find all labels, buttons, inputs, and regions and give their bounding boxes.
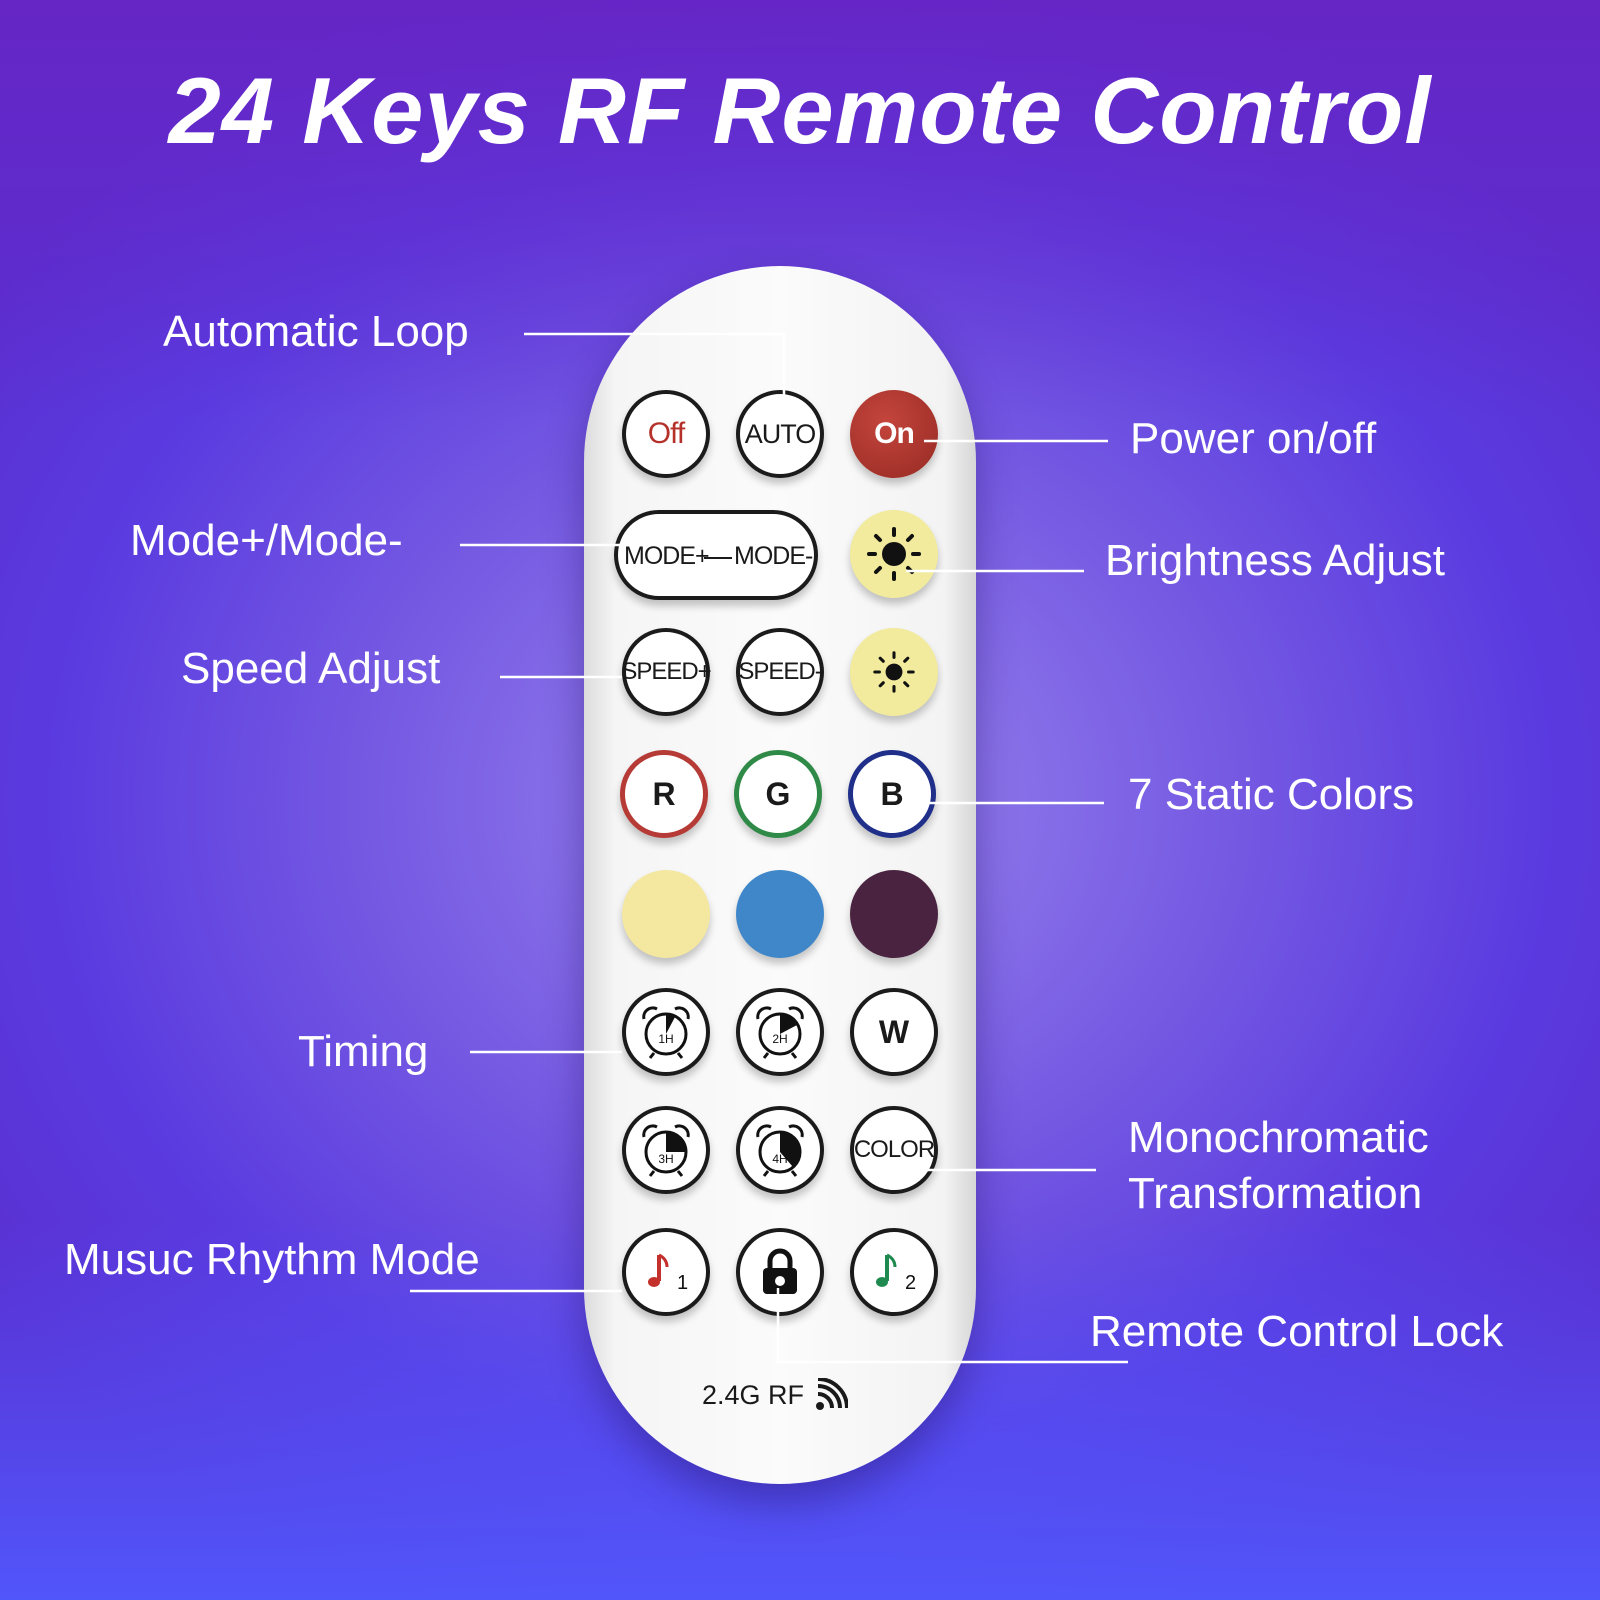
alarm-clock-icon: 3H	[642, 1124, 690, 1177]
blue-button[interactable]: B	[848, 750, 936, 838]
music-mode-1-button[interactable]: 1	[622, 1228, 710, 1316]
on-button[interactable]: On	[850, 390, 938, 478]
speed-plus-button[interactable]: SPEED+	[621, 628, 712, 716]
pill-divider	[704, 557, 732, 559]
sun-icon	[873, 651, 915, 693]
color-button[interactable]: COLOR	[850, 1106, 938, 1194]
off-button[interactable]: Off	[622, 390, 710, 478]
callout-speed: Speed Adjust	[181, 644, 441, 693]
callout-lock: Remote Control Lock	[1090, 1307, 1504, 1356]
timer-2h-button[interactable]: 2H	[736, 988, 824, 1076]
music-mode-number: 1	[677, 1272, 688, 1294]
callout-power: Power on/off	[1130, 414, 1377, 463]
purple-color-button[interactable]	[850, 870, 938, 958]
alarm-clock-icon: 2H	[756, 1006, 804, 1059]
green-button[interactable]: G	[734, 750, 822, 838]
music-mode-number: 2	[905, 1272, 916, 1294]
alarm-clock-icon: 1H	[642, 1006, 690, 1059]
auto-button[interactable]: AUTO	[736, 390, 824, 478]
mode-plus-button[interactable]: MODE+	[624, 542, 710, 570]
wifi-signal-icon	[816, 1378, 849, 1410]
timer-label: 1H	[658, 1032, 673, 1046]
callout-static-colors: 7 Static Colors	[1128, 770, 1415, 819]
music-note-icon: 1	[648, 1253, 688, 1294]
callout-brightness: Brightness Adjust	[1105, 536, 1445, 585]
timer-label: 4H	[772, 1152, 787, 1166]
white-button[interactable]: W	[850, 988, 938, 1076]
mode-pill: MODE+ MODE-	[614, 510, 818, 600]
callout-monochromatic-line2: Transformation	[1128, 1169, 1423, 1219]
brightness-up-button[interactable]	[850, 510, 938, 598]
music-note-icon: 2	[876, 1253, 916, 1294]
lock-button[interactable]	[736, 1228, 824, 1316]
yellow-color-button[interactable]	[622, 870, 710, 958]
timer-3h-button[interactable]: 3H	[622, 1106, 710, 1194]
remote-control: Off AUTO On MODE+ MODE- SPEED+ SPEED-	[584, 266, 976, 1484]
brightness-down-button[interactable]	[850, 628, 938, 716]
timer-label: 2H	[772, 1032, 787, 1046]
callout-monochromatic: Monochromatic Transformation	[1128, 1110, 1429, 1223]
callout-timing: Timing	[298, 1027, 429, 1076]
music-mode-2-button[interactable]: 2	[850, 1228, 938, 1316]
lock-icon	[763, 1248, 797, 1294]
red-button[interactable]: R	[620, 750, 708, 838]
callout-mode: Mode+/Mode-	[130, 516, 403, 565]
rf-label: 2.4G RF	[702, 1378, 849, 1412]
alarm-clock-icon: 4H	[756, 1124, 804, 1177]
timer-label: 3H	[658, 1152, 673, 1166]
speed-minus-button[interactable]: SPEED-	[736, 628, 824, 716]
callout-automatic-loop: Automatic Loop	[163, 307, 469, 356]
callout-monochromatic-line1: Monochromatic	[1128, 1113, 1429, 1162]
mode-minus-button[interactable]: MODE-	[734, 542, 813, 570]
sky-blue-color-button[interactable]	[736, 870, 824, 958]
page-title: 24 Keys RF Remote Control	[168, 58, 1432, 163]
rf-label-text: 2.4G RF	[702, 1379, 805, 1410]
timer-4h-button[interactable]: 4H	[736, 1106, 824, 1194]
callout-music: Musuc Rhythm Mode	[64, 1235, 480, 1284]
timer-1h-button[interactable]: 1H	[622, 988, 710, 1076]
